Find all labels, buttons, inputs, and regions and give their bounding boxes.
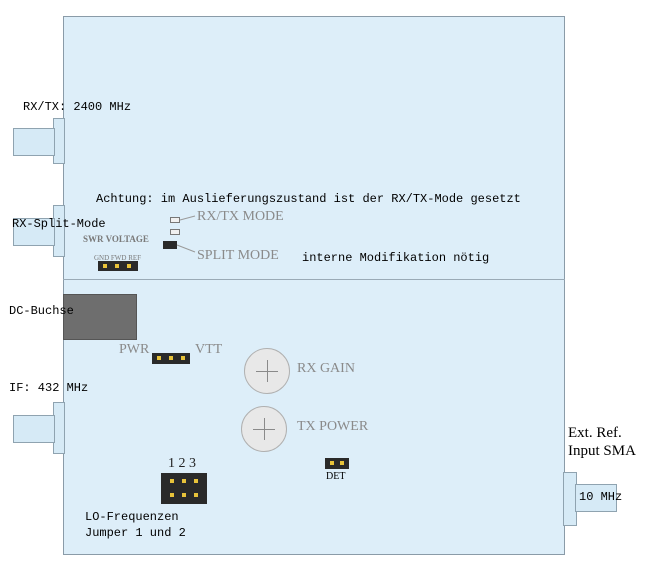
sma-if-barrel [13, 415, 55, 443]
swr-voltage-label: SWR VOLTAGE [83, 234, 149, 244]
sma-ext-ref-barrel [575, 484, 617, 512]
jumper-1-und-2-label: Jumper 1 und 2 [85, 526, 186, 540]
rx-tx-label: RX/TX: 2400 MHz [23, 100, 132, 114]
interne-note: interne Modifikation nötig [302, 251, 490, 265]
tx-power-potentiometer [241, 406, 287, 452]
sma-rx-split-barrel [13, 218, 55, 246]
dc-jack [63, 294, 137, 340]
if-label: IF: 432 MHz [9, 381, 89, 395]
det-header [325, 458, 349, 469]
swr-pin-fwd [115, 264, 119, 268]
rx-tx-mode-label: RX/TX MODE [197, 209, 284, 224]
pwr-label: PWR [119, 342, 150, 357]
rx-tx-mode-pad [170, 217, 180, 223]
rx-tx-mode-pad-2 [170, 229, 180, 235]
lo-pin-3b [194, 493, 198, 497]
split-mode-label: SPLIT MODE [197, 248, 279, 263]
rx-gain-potentiometer [244, 348, 290, 394]
ext-ref-label-line2: Input SMA [568, 443, 636, 459]
lo-frequenzen-label: LO-Frequenzen [85, 510, 179, 524]
pwr-vtt-pin-3 [181, 356, 185, 360]
rx-split-label: RX-Split-Mode [12, 217, 106, 231]
lo-pin-3a [194, 479, 198, 483]
swr-pin-gnd [103, 264, 107, 268]
lo-pin-1a [170, 479, 174, 483]
board-divider [63, 279, 565, 280]
rx-gain-label: RX GAIN [297, 361, 355, 376]
lo-pin-2b [182, 493, 186, 497]
achtung-note: Achtung: im Auslieferungszustand ist der… [96, 192, 521, 206]
swr-pin-ref [127, 264, 131, 268]
vtt-label: VTT [195, 342, 223, 357]
pwr-vtt-pin-2 [169, 356, 173, 360]
split-mode-jumper [163, 241, 177, 249]
det-pin-2 [340, 461, 344, 465]
gnd-fwd-ref-label: GND FWD REF [94, 254, 142, 262]
jumper-numbers-label: 1 2 3 [168, 456, 196, 471]
pwr-vtt-pin-1 [157, 356, 161, 360]
lo-frequency-jumper-block [161, 473, 207, 504]
pcb-board [63, 16, 565, 555]
dc-buchse-label: DC-Buchse [9, 304, 74, 318]
det-label: DET [326, 471, 346, 482]
lo-pin-2a [182, 479, 186, 483]
ext-ref-label-line1: Ext. Ref. [568, 425, 622, 441]
tx-power-label: TX POWER [297, 419, 369, 434]
det-pin-1 [330, 461, 334, 465]
lo-pin-1b [170, 493, 174, 497]
sma-rx-tx-barrel [13, 128, 55, 156]
ten-mhz-label: 10 MHz [579, 490, 623, 504]
